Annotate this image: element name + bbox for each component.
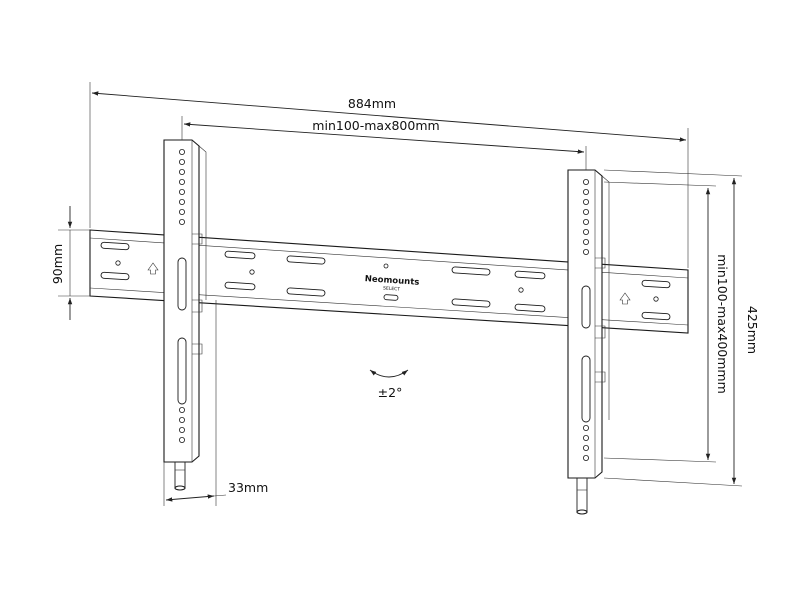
total-height-label: 425mm bbox=[745, 306, 760, 354]
bracket-holes bbox=[583, 178, 590, 461]
vesa-vertical-label: min100-max400mmm bbox=[715, 254, 730, 394]
brand-name: Neomounts bbox=[364, 274, 419, 288]
brand-label: Neomounts SELECT bbox=[364, 274, 419, 292]
up-arrow-icon bbox=[147, 262, 159, 275]
tilt-arrow-icon bbox=[369, 369, 409, 378]
wall-rail: Neomounts SELECT bbox=[89, 229, 689, 334]
bracket-holes bbox=[178, 148, 185, 443]
vesa-horizontal-label: min100-max800mm bbox=[312, 118, 439, 133]
dimension-vesa-vertical: min100-max400mmm bbox=[603, 181, 730, 463]
dimension-total-width: 884mm bbox=[89, 82, 689, 268]
tilt-indicator: ±2° bbox=[369, 369, 409, 400]
rail-slots bbox=[100, 241, 671, 321]
dimension-depth: 33mm bbox=[163, 300, 268, 506]
safety-lock-right bbox=[576, 478, 588, 515]
brand-line: SELECT bbox=[383, 285, 401, 292]
dimension-total-height: 425mm bbox=[603, 169, 760, 487]
left-tv-bracket bbox=[163, 139, 207, 491]
up-arrow-icon bbox=[619, 292, 631, 305]
total-width-label: 884mm bbox=[348, 96, 396, 111]
dimension-vesa-horizontal: min100-max800mm bbox=[181, 116, 587, 170]
rail-height-label: 90mm bbox=[50, 244, 65, 284]
right-tv-bracket bbox=[567, 169, 610, 515]
tilt-label: ±2° bbox=[378, 385, 403, 400]
dimension-rail-height: 90mm bbox=[50, 206, 90, 320]
safety-lock-left bbox=[174, 462, 186, 491]
depth-label: 33mm bbox=[228, 480, 268, 495]
